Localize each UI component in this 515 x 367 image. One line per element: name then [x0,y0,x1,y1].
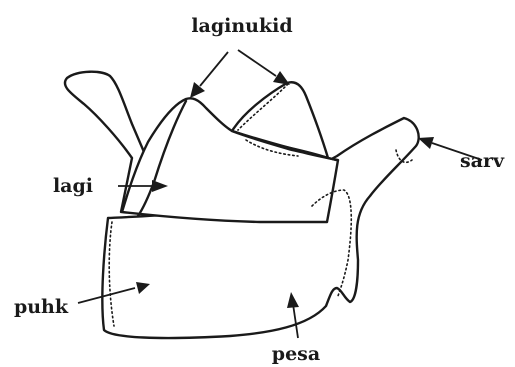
label-body: puhk [14,296,69,318]
lobes-arrow-left [190,52,228,98]
label-horn: sarv [460,150,505,172]
label-lobes: laginukid [191,15,292,37]
label-lobe: lagi [53,175,93,197]
label-notch: pesa [272,343,320,365]
lobes-arrow-right [238,50,290,85]
